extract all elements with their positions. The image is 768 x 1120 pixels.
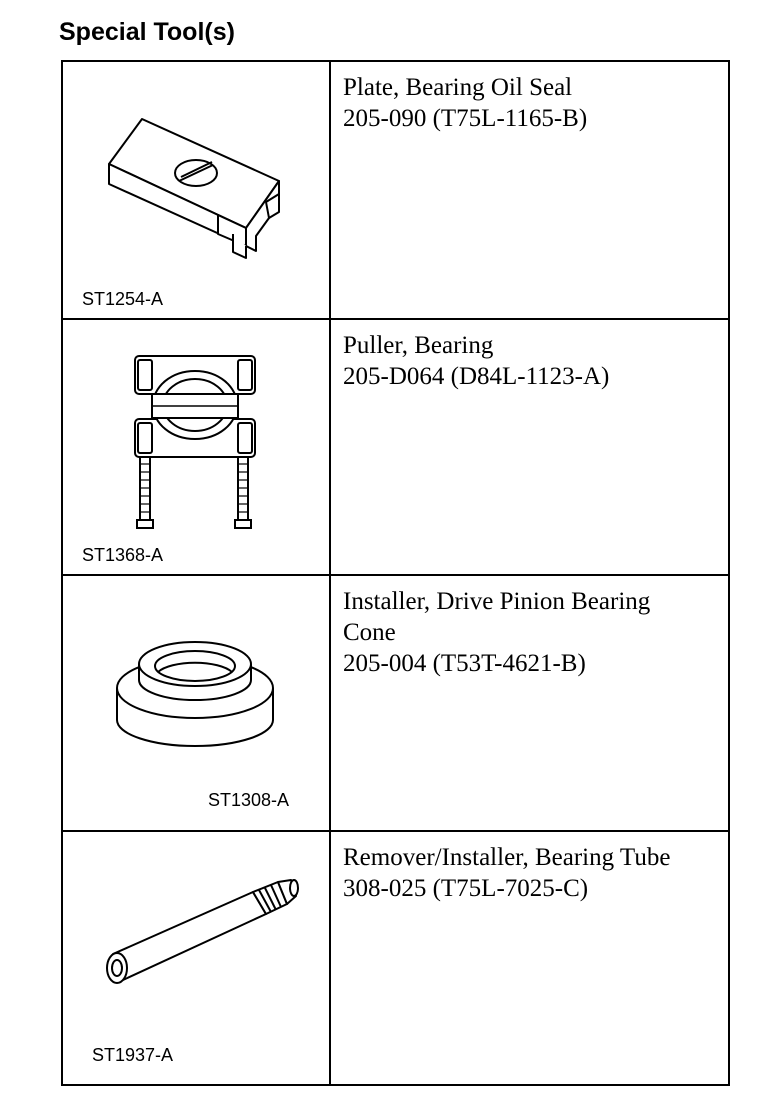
tool-image-cell: ST1368-A	[63, 320, 331, 574]
page-title: Special Tool(s)	[59, 18, 235, 46]
bearing-puller-icon	[134, 355, 256, 529]
figure-code: ST1368-A	[82, 545, 164, 565]
tool-description: Puller, Bearing 205-D064 (D84L-1123-A)	[331, 320, 728, 574]
tool-name: Puller, Bearing	[343, 332, 494, 359]
tool-description: Installer, Drive Pinion Bearing Cone 205…	[331, 576, 728, 830]
tool-part-number: 205-004 (T53T-4621-B)	[343, 650, 586, 677]
tool-part-number: 308-025 (T75L-7025-C)	[343, 875, 589, 902]
bearing-oil-seal-plate-icon	[108, 118, 280, 259]
tool-description: Remover/Installer, Bearing Tube 308-025 …	[331, 832, 728, 1084]
tool-name-line2: Cone	[343, 619, 396, 646]
bearing-tube-remover-installer-icon	[106, 879, 299, 984]
figure-code: ST1308-A	[208, 790, 290, 810]
tool-row-oil-seal-plate: ST1254-A Plate, Bearing Oil Seal 205-090…	[63, 62, 728, 320]
tool-row-bearing-tube-tool: ST1937-A Remover/Installer, Bearing Tube…	[63, 832, 728, 1084]
tool-name: Plate, Bearing Oil Seal	[343, 74, 573, 101]
tool-name: Remover/Installer, Bearing Tube	[343, 844, 671, 871]
pinion-bearing-cone-installer-icon	[116, 641, 274, 747]
tool-row-pinion-installer: ST1308-A Installer, Drive Pinion Bearing…	[63, 576, 728, 832]
tool-image-cell: ST1254-A	[63, 62, 331, 318]
tool-image-cell: ST1308-A	[63, 576, 331, 830]
tool-name-line1: Installer, Drive Pinion Bearing	[343, 588, 651, 615]
tool-row-bearing-puller: ST1368-A Puller, Bearing 205-D064 (D84L-…	[63, 320, 728, 576]
special-tools-table: ST1254-A Plate, Bearing Oil Seal 205-090…	[61, 60, 730, 1086]
figure-code: ST1937-A	[92, 1045, 174, 1065]
tool-part-number: 205-090 (T75L-1165-B)	[343, 105, 588, 132]
tool-description: Plate, Bearing Oil Seal 205-090 (T75L-11…	[331, 62, 728, 318]
tool-part-number: 205-D064 (D84L-1123-A)	[343, 363, 610, 390]
tool-image-cell: ST1937-A	[63, 832, 331, 1084]
figure-code: ST1254-A	[82, 289, 164, 309]
